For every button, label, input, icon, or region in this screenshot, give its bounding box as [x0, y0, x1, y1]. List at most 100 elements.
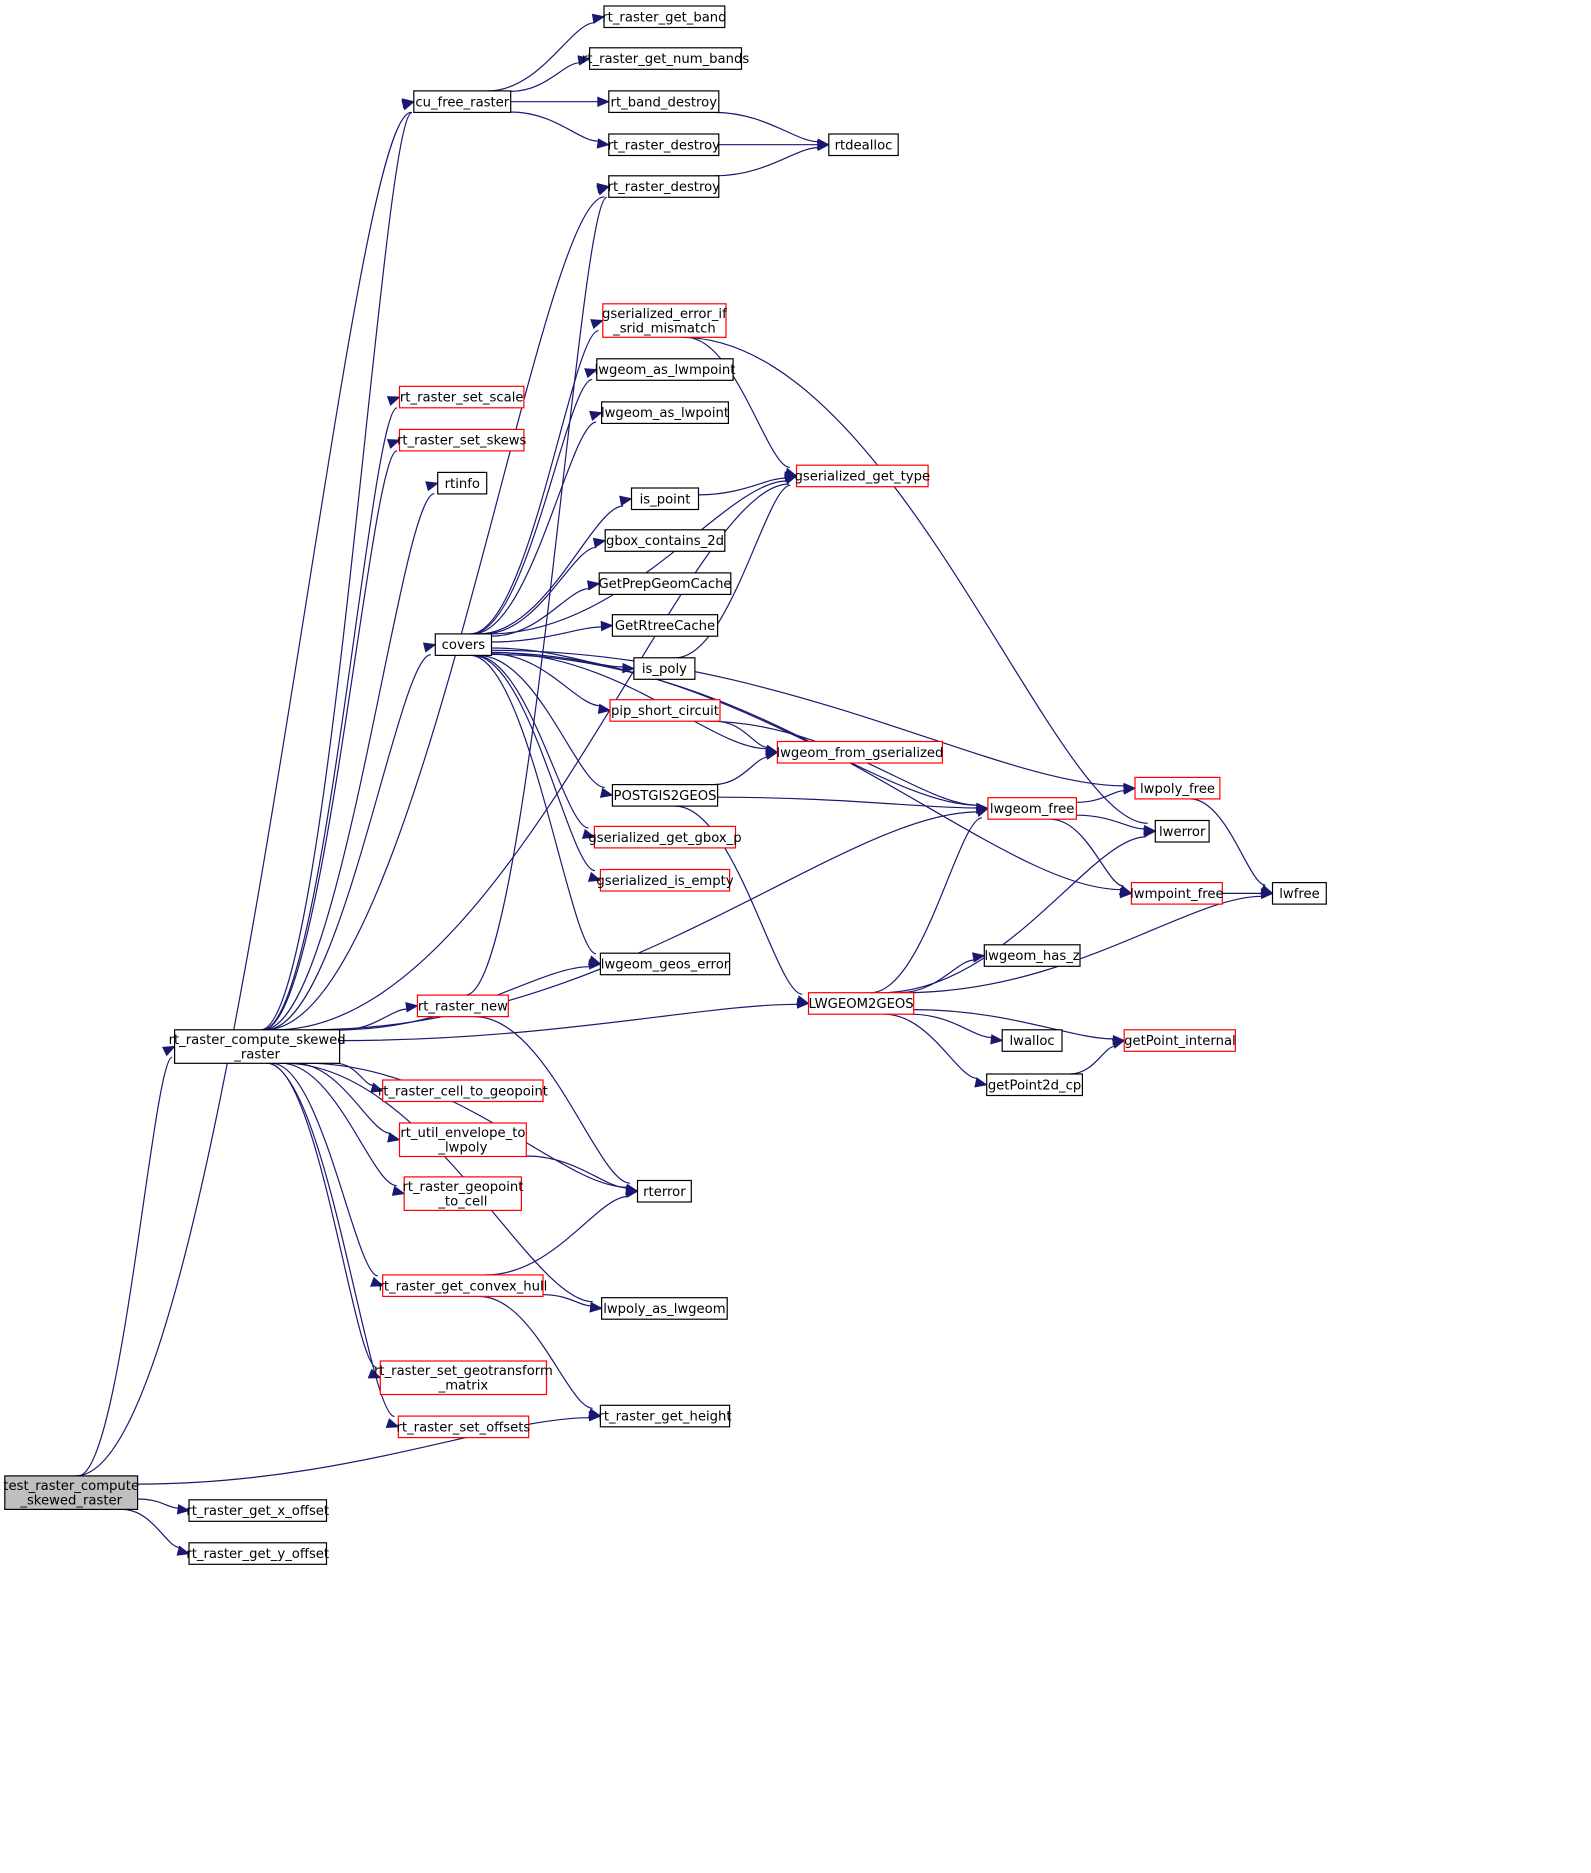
node-label: covers: [442, 638, 486, 653]
node-gettype[interactable]: gserialized_get_type: [795, 464, 931, 488]
node-getband[interactable]: rt_raster_get_band: [602, 5, 727, 29]
edge-lwgeom2geos-to-hasz: [899, 952, 986, 994]
node-xoff[interactable]: rt_raster_get_x_offset: [186, 1499, 329, 1522]
node-label: rt_raster_get_band: [602, 10, 726, 25]
edge-postgis2geos-to-lwgeom2geos: [675, 805, 810, 1006]
node-gbox2d[interactable]: gbox_contains_2d: [604, 529, 726, 552]
node-height[interactable]: rt_raster_get_height: [598, 1404, 732, 1428]
node-label: rt_raster_destroy: [608, 138, 721, 153]
node-postgis2geos[interactable]: POSTGIS2GEOS: [611, 783, 719, 807]
node-yoff[interactable]: rt_raster_get_y_offset: [186, 1542, 329, 1565]
edge-compute-to-covers: [265, 642, 437, 1031]
node-aslwpoint[interactable]: lwgeom_as_lwpoint: [601, 401, 729, 424]
node-label: rt_raster_get_x_offset: [186, 1504, 329, 1519]
node-envtopoly[interactable]: rt_util_envelope_to_lwpoly: [398, 1122, 527, 1158]
node-label: rtinfo: [445, 477, 480, 492]
node-banddestroy[interactable]: rt_band_destroy: [608, 90, 720, 114]
node-srid[interactable]: gserialized_error_if_srid_mismatch: [602, 303, 727, 338]
node-test[interactable]: test_raster_compute_skewed_raster: [3, 1475, 139, 1511]
node-box: [593, 825, 737, 849]
node-lwerror[interactable]: lwerror: [1154, 819, 1210, 843]
node-aslwmpoint[interactable]: lwgeom_as_lwmpoint: [595, 358, 736, 381]
node-lwgeom2geos[interactable]: LWGEOM2GEOS: [807, 992, 915, 1015]
edges-layer: [75, 13, 1274, 1556]
node-rasternew[interactable]: rt_raster_new: [416, 994, 509, 1018]
node-lwgeomfree[interactable]: lwgeom_free: [987, 797, 1078, 820]
edge-compute-to-setoffsets: [266, 1062, 400, 1429]
node-fromgser[interactable]: lwgeom_from_gserialized: [776, 740, 943, 764]
edge-test-to-cufree: [75, 98, 416, 1477]
node-box: [611, 614, 719, 637]
node-ispoint[interactable]: is_point: [630, 487, 700, 511]
node-cufree[interactable]: cu_free_raster: [413, 90, 512, 114]
node-compute[interactable]: rt_raster_compute_skewed_raster: [169, 1029, 346, 1064]
node-rtinfo[interactable]: rtinfo: [437, 471, 488, 495]
node-rtree[interactable]: GetRtreeCache: [611, 614, 719, 637]
edge-convexhull-to-polyaslwgeom: [542, 1294, 603, 1313]
node-geoserror[interactable]: lwgeom_geos_error: [599, 952, 731, 976]
node-setskews[interactable]: rt_raster_set_skews: [397, 428, 527, 452]
node-lwfree[interactable]: lwfree: [1271, 881, 1327, 905]
node-covers[interactable]: covers: [434, 633, 493, 657]
node-box: [630, 487, 700, 511]
node-getpointint[interactable]: getPoint_internal: [1123, 1029, 1236, 1052]
node-rterror[interactable]: rterror: [636, 1179, 692, 1203]
edge-getpoint2d-to-getpointint: [1069, 1038, 1126, 1075]
node-label: lwfree: [1279, 887, 1319, 902]
node-pip[interactable]: pip_short_circuit: [609, 699, 721, 722]
node-setoffsets[interactable]: rt_raster_set_offsets: [397, 1415, 531, 1439]
node-polyaslwgeom[interactable]: lwpoly_as_lwgeom: [600, 1297, 728, 1320]
node-box: [599, 868, 731, 892]
node-box: [174, 1029, 341, 1064]
node-ispoly[interactable]: is_poly: [633, 657, 696, 680]
node-label: gserialized_error_if: [602, 307, 727, 322]
node-rdestroy1[interactable]: rt_raster_destroy: [608, 133, 721, 157]
node-prepgeom[interactable]: GetPrepGeomCache: [598, 572, 732, 596]
node-hasz[interactable]: lwgeom_has_z: [983, 944, 1081, 967]
edge-compute-to-convexhull: [271, 1062, 384, 1287]
edge-convexhull-to-rterror: [485, 1187, 639, 1276]
edge-compute-to-setscale: [262, 396, 401, 1031]
node-box: [1123, 1029, 1236, 1052]
node-celltogeo[interactable]: rt_raster_cell_to_geopoint: [378, 1079, 548, 1103]
node-lwalloc[interactable]: lwalloc: [1001, 1029, 1063, 1052]
node-label: gserialized_get_type: [795, 470, 931, 485]
node-label: lwgeom_as_lwmpoint: [595, 363, 736, 378]
node-isempty[interactable]: gserialized_is_empty: [596, 868, 734, 892]
node-lwmpointfree[interactable]: lwmpoint_free: [1130, 881, 1224, 905]
node-lwpolyfree[interactable]: lwpoly_free: [1134, 776, 1221, 800]
node-box: [1001, 1029, 1063, 1052]
edge-covers-to-rtree: [491, 620, 614, 643]
edge-postgis2geos-to-fromgser: [713, 749, 779, 786]
node-label: lwpoly_free: [1140, 782, 1215, 797]
node-getpoint2d[interactable]: getPoint2d_cp: [986, 1073, 1084, 1097]
node-label: rt_raster_set_skews: [397, 434, 527, 449]
edge-lwgeom2geos-to-lwgeomfree: [870, 806, 990, 994]
edge-compute-to-geotocell: [280, 1062, 406, 1196]
edge-test-to-yoff: [122, 1508, 191, 1556]
edge-covers-to-prepgeom: [491, 580, 601, 637]
node-rtdealloc[interactable]: rtdealloc: [828, 133, 899, 157]
node-box: [795, 464, 929, 488]
node-setgeotrans[interactable]: rt_raster_set_geotransform_matrix: [374, 1360, 553, 1396]
node-box: [600, 1297, 728, 1320]
node-numbands[interactable]: rt_raster_get_num_bands: [582, 47, 749, 70]
node-setscale[interactable]: rt_raster_set_scale: [398, 385, 525, 409]
edge-covers-to-postgis2geos: [477, 654, 614, 798]
node-label: rtdealloc: [835, 138, 893, 153]
node-box: [828, 133, 899, 157]
node-label: lwpoly_as_lwgeom: [603, 1302, 725, 1317]
node-box: [604, 529, 726, 552]
node-geotocell[interactable]: rt_raster_geopoint_to_cell: [402, 1176, 523, 1212]
node-label: test_raster_compute: [3, 1479, 139, 1494]
edge-compute-to-rasternew: [339, 1002, 419, 1031]
node-label: is_point: [640, 492, 691, 507]
node-getgbox[interactable]: gserialized_get_gbox_p: [588, 825, 742, 849]
node-convexhull[interactable]: rt_raster_get_convex_hull: [378, 1274, 547, 1298]
node-box: [598, 572, 732, 596]
edge-cufree-to-rdestroy1: [510, 111, 611, 149]
node-rdestroy2[interactable]: rt_raster_destroy: [608, 175, 721, 198]
node-label: rt_raster_get_height: [598, 1410, 731, 1425]
node-label: _skewed_raster: [19, 1494, 122, 1509]
edge-convexhull-to-height: [479, 1295, 602, 1419]
